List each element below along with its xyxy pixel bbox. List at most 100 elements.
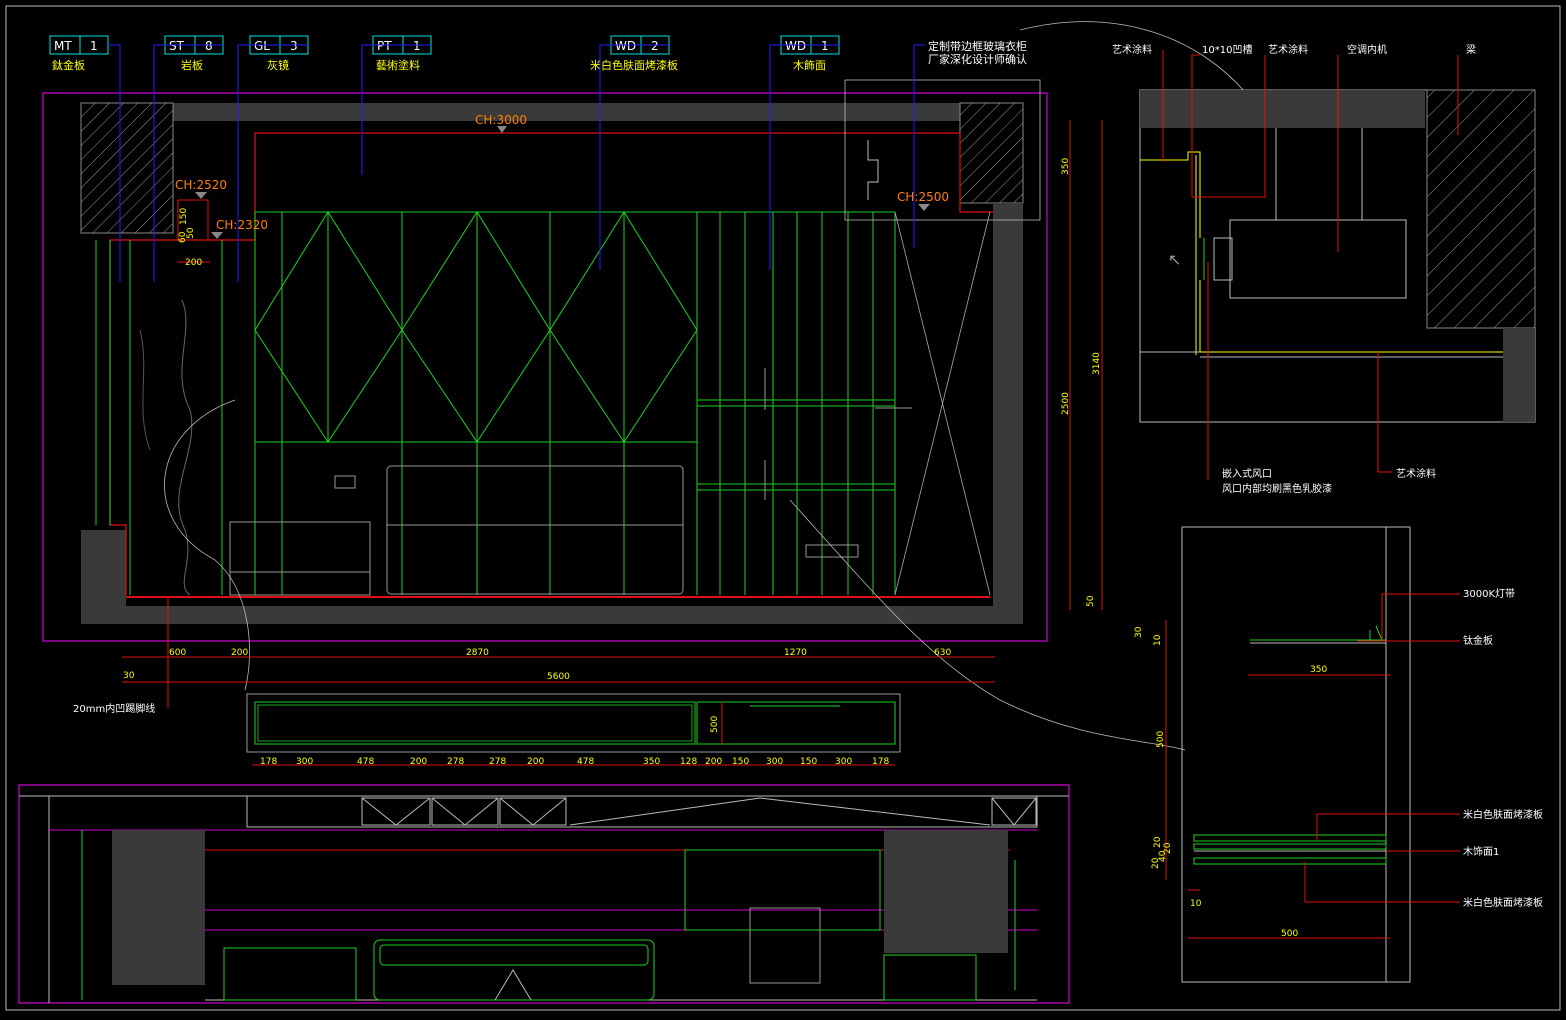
material-tag-st-8: ST 8岩板 <box>153 35 224 282</box>
plan-strip <box>246 693 901 766</box>
strip-dim-15: 178 <box>872 757 889 767</box>
wardrobe-note-line1: 定制带边框玻璃衣柜 <box>928 39 1027 53</box>
detail-dim-20a: 20 <box>1153 836 1163 848</box>
tag-label: 木飾面 <box>793 59 826 72</box>
dim-5600: 5600 <box>547 672 570 682</box>
tag-number: 1 <box>821 39 829 53</box>
dim-2870: 2870 <box>466 648 489 658</box>
section-label-1: 10*10凹槽 <box>1202 43 1252 56</box>
strip-dim-3: 200 <box>410 757 427 767</box>
strip-dim-8: 350 <box>643 757 660 767</box>
vent-label-2: 风口内部均刷黑色乳胶漆 <box>1222 482 1332 495</box>
tag-number: 8 <box>205 39 213 53</box>
tag-number: 2 <box>651 39 659 53</box>
detail-label-titanium: 钛金板 <box>1463 634 1493 647</box>
strip-dim-14: 300 <box>835 757 852 767</box>
skirting-note: 20mm内凹踢脚线 <box>73 702 155 715</box>
ch-mark-2320: CH:2320 <box>216 218 268 232</box>
ch-mark-3000: CH:3000 <box>475 113 527 127</box>
dim-60: 60 <box>178 231 188 243</box>
strip-dim-4: 278 <box>447 757 464 767</box>
tag-code: ST <box>169 39 185 53</box>
strip-dim-6: 200 <box>527 757 544 767</box>
tag-code: MT <box>54 39 72 53</box>
paint-label-bottom: 艺术涂料 <box>1396 467 1436 480</box>
dim-200-small: 200 <box>185 258 202 268</box>
tag-number: 3 <box>290 39 298 53</box>
strip-dim-11: 150 <box>732 757 749 767</box>
strip-dim-9: 128 <box>680 757 697 767</box>
dim-30: 30 <box>123 671 135 681</box>
dim-630: 630 <box>934 648 951 658</box>
detail-dim-350: 350 <box>1310 665 1327 675</box>
sheet-border <box>5 5 1561 1011</box>
section-label-4: 梁 <box>1466 43 1476 56</box>
dim-1270: 1270 <box>784 648 807 658</box>
section-label-2: 艺术涂料 <box>1268 43 1308 56</box>
wardrobe-note-line2: 厂家深化设计师确认 <box>928 52 1027 66</box>
section-top-labels: 艺术涂料 10*10凹槽 艺术涂料 空调内机 梁 <box>1112 43 1476 56</box>
material-tag-gl-3: GL 3灰镜 <box>237 35 309 282</box>
detail-label-led: 3000K灯带 <box>1463 588 1515 600</box>
material-tag-mt-1: MT 1 鈦金板 <box>49 35 121 282</box>
right-wall <box>993 203 1023 606</box>
dim-50: 50 <box>186 227 196 239</box>
material-tag-wd-1: WD 1 木飾面 <box>769 35 840 270</box>
ac-section: ↖ <box>1139 50 1536 480</box>
tag-label: 岩板 <box>181 58 203 72</box>
wardrobe-cross <box>894 211 991 596</box>
dim-v-350: 350 <box>1061 158 1071 175</box>
detail-dim-10: 10 <box>1153 634 1163 646</box>
detail-section <box>1165 526 1460 983</box>
detail-dim-10-h: 10 <box>1190 899 1202 909</box>
vent-label-1: 嵌入式风口 <box>1222 467 1272 480</box>
tag-code: PT <box>377 39 392 53</box>
furniture <box>229 368 912 596</box>
tag-label: 灰镜 <box>267 58 289 72</box>
detail-label-paintboard-1: 米白色肤面烤漆板 <box>1463 808 1543 821</box>
elevation-frame <box>42 92 1048 642</box>
tag-code: WD <box>615 39 636 53</box>
detail-label-paintboard-2: 米白色肤面烤漆板 <box>1463 896 1543 909</box>
detail-dim-500-h: 500 <box>1281 929 1298 939</box>
dim-600: 600 <box>169 648 186 658</box>
panel-lines <box>95 211 896 595</box>
strip-dim-10: 200 <box>705 757 722 767</box>
strip-dim-7: 478 <box>577 757 594 767</box>
material-tag-pt-1: PT 1 藝術塗料 <box>361 35 432 175</box>
dim-200: 200 <box>231 648 248 658</box>
tag-label: 鈦金板 <box>52 58 85 72</box>
strip-dim-12: 300 <box>766 757 783 767</box>
strip-dim-0: 178 <box>260 757 277 767</box>
strip-dim-1: 300 <box>296 757 313 767</box>
ceiling-slab <box>81 103 1023 121</box>
strip-dim-v-500: 500 <box>710 716 720 733</box>
section-label-3: 空调内机 <box>1347 43 1387 56</box>
ch-mark-2500: CH:2500 <box>897 190 949 204</box>
tag-code: WD <box>785 39 806 53</box>
detail-dim-30: 30 <box>1134 626 1144 638</box>
dim-v-50: 50 <box>1086 595 1096 607</box>
detail-label-veneer: 木饰面1 <box>1463 845 1499 858</box>
strip-dim-13: 150 <box>800 757 817 767</box>
strip-dims: 178 300 478 200 278 278 200 478 350 128 200 150 300 1… <box>260 757 889 767</box>
tag-code: GL <box>254 39 270 53</box>
tag-number: 1 <box>413 39 421 53</box>
section-label-0: 艺术涂料 <box>1112 43 1152 56</box>
tag-label: 藝術塗料 <box>376 58 420 72</box>
main-elevation <box>42 21 1246 751</box>
strip-dim-2: 478 <box>357 757 374 767</box>
tag-number: 1 <box>90 39 98 53</box>
strip-dim-5: 278 <box>489 757 506 767</box>
bottom-plan <box>18 784 1070 1004</box>
left-base-block <box>81 530 126 606</box>
detail-dim-40: 40 <box>1158 850 1168 862</box>
detail-dim-20c: 20 <box>1163 842 1173 854</box>
detail-dim-20b: 20 <box>1151 857 1161 869</box>
dim-v-2500: 2500 <box>1061 392 1071 415</box>
dim-v-3140: 3140 <box>1092 352 1102 375</box>
floor-slab <box>81 606 1023 624</box>
